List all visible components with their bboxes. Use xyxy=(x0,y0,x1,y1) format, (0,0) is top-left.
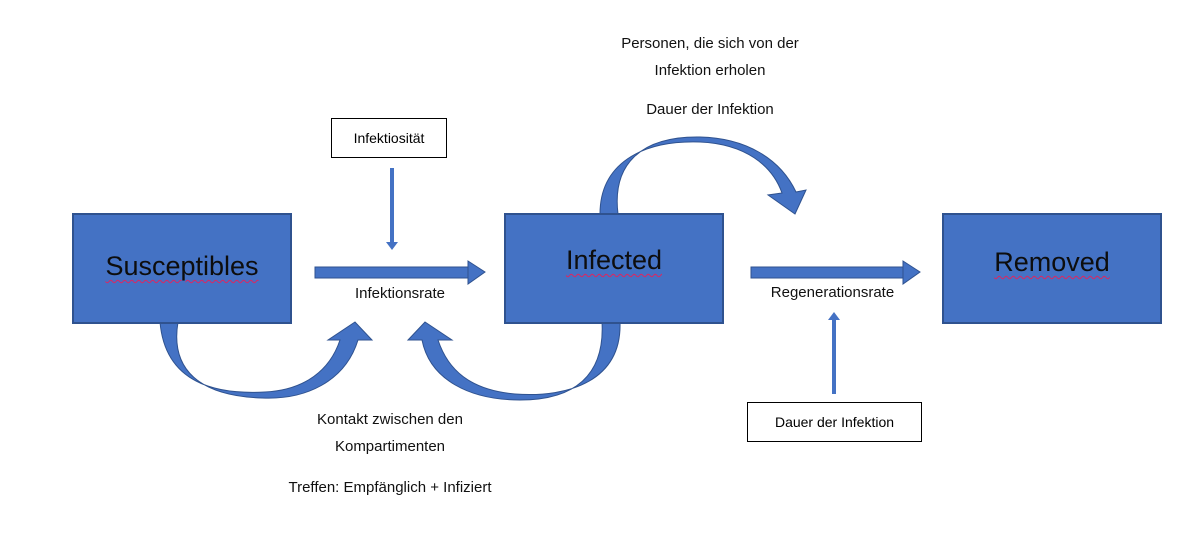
curved-arrow-contact-infected xyxy=(406,321,621,401)
removed-label: Removed xyxy=(994,247,1110,277)
arrow-duration-up xyxy=(828,312,840,394)
susceptibles-label: Susceptibles xyxy=(105,251,259,281)
infectiousness-box: Infektiosität xyxy=(331,118,447,158)
arrow-recovery-rate xyxy=(750,260,921,285)
duration-box: Dauer der Infektion xyxy=(747,402,922,442)
contact-annotation-line2: Kompartimenten xyxy=(334,438,446,455)
infectiousness-label: Infektiosität xyxy=(353,130,425,146)
recovery-rate-label: Regenerationsrate xyxy=(770,284,895,301)
compartment-susceptibles: Susceptibles xyxy=(72,213,292,324)
infection-rate-label: Infektionsrate xyxy=(354,285,446,302)
arrow-infection-rate xyxy=(314,260,486,285)
recovery-annotation-line3: Dauer der Infektion xyxy=(646,101,774,118)
curved-arrow-recovery xyxy=(599,136,807,215)
contact-annotation-line1: Kontakt zwischen den xyxy=(317,411,463,428)
arrow-infectiousness-down xyxy=(386,168,398,250)
contact-annotation-line3: Treffen: Empfänglich + Infiziert xyxy=(288,479,492,496)
recovery-annotation-line2: Infektion erholen xyxy=(654,62,766,79)
duration-label: Dauer der Infektion xyxy=(774,414,895,430)
compartment-infected: Infected xyxy=(504,213,724,324)
infected-label: Infected xyxy=(565,245,663,275)
recovery-annotation-line1: Personen, die sich von der xyxy=(621,35,799,52)
compartment-removed: Removed xyxy=(942,213,1162,324)
curved-arrow-contact-susceptibles xyxy=(159,321,374,399)
